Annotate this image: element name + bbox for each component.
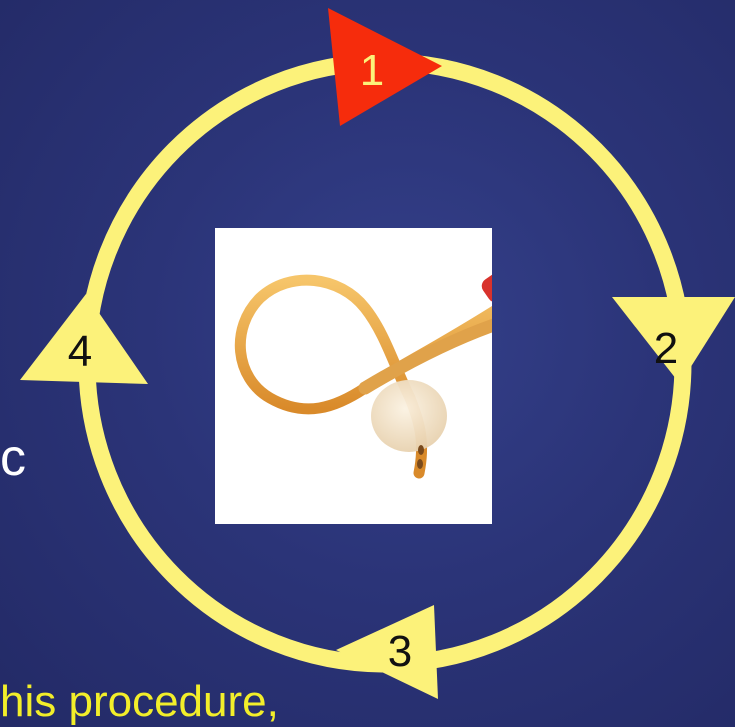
step-1-label: 1 xyxy=(360,46,384,95)
catheter-illustration xyxy=(215,228,492,524)
step-3-arrow: 3 xyxy=(336,605,438,699)
left-text-fragment: c xyxy=(0,432,26,484)
catheter-image xyxy=(215,228,492,524)
step-3-label: 3 xyxy=(388,627,412,676)
step-4-arrow: 4 xyxy=(20,294,148,384)
step-1-arrow: 1 xyxy=(328,8,442,126)
step-1-arrow-head xyxy=(328,8,442,126)
step-4-label: 4 xyxy=(68,327,92,376)
step-2-label: 2 xyxy=(654,324,678,373)
bottom-text-fragment: his procedure, xyxy=(0,678,279,726)
step-2-arrow: 2 xyxy=(612,297,735,384)
